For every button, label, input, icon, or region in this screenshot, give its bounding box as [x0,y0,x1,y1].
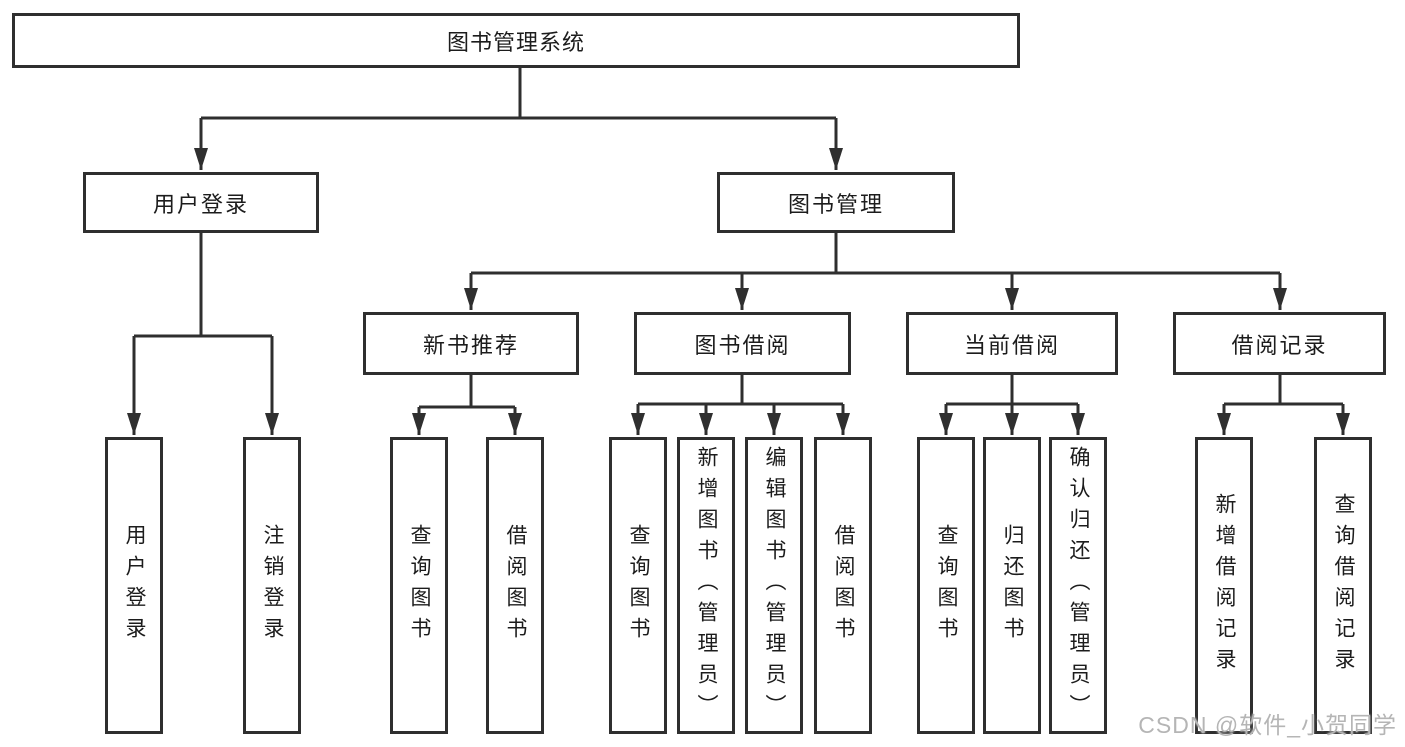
node-user-login: 用户登录 [83,172,319,233]
leaf-borrow-books-borrowing-label: 借阅图书 [832,523,855,648]
leaf-user-login-label: 用户登录 [123,523,146,648]
leaf-add-borrow-record: 新增借阅记录 [1195,437,1253,734]
leaf-logout-label: 注销登录 [261,523,284,648]
leaf-add-books-admin-label: 新增图书（管理员） [695,446,718,725]
leaf-query-books-current: 查询图书 [917,437,975,734]
leaf-add-books-admin: 新增图书（管理员） [677,437,735,734]
node-book-management: 图书管理 [717,172,955,233]
node-book-borrowing: 图书借阅 [634,312,851,375]
node-current-borrowing-label: 当前借阅 [963,332,1060,358]
node-borrowing-records-label: 借阅记录 [1231,332,1328,358]
leaf-query-books-current-label: 查询图书 [935,523,958,648]
node-library-system: 图书管理系统 [12,13,1020,68]
leaf-borrow-books-recommend-label: 借阅图书 [504,523,527,648]
leaf-return-books: 归还图书 [983,437,1041,734]
node-new-book-recommendation: 新书推荐 [363,312,579,375]
leaf-user-login: 用户登录 [105,437,163,734]
leaf-query-books-borrowing-label: 查询图书 [627,523,650,648]
leaf-edit-books-admin: 编辑图书（管理员） [745,437,803,734]
leaf-query-books-borrowing: 查询图书 [609,437,667,734]
leaf-query-borrow-record: 查询借阅记录 [1314,437,1372,734]
leaf-borrow-books-recommend: 借阅图书 [486,437,544,734]
node-book-borrowing-label: 图书借阅 [694,332,791,358]
node-user-login-label: 用户登录 [152,191,249,217]
node-book-management-label: 图书管理 [787,191,884,217]
csdn-watermark: CSDN @软件_小贺同学 [1138,712,1397,738]
leaf-return-books-label: 归还图书 [1001,523,1024,648]
leaf-edit-books-admin-label: 编辑图书（管理员） [763,446,786,725]
leaf-borrow-books-borrowing: 借阅图书 [814,437,872,734]
leaf-confirm-return-admin: 确认归还（管理员） [1049,437,1107,734]
leaf-query-books-recommend-label: 查询图书 [408,523,431,648]
node-new-book-recommendation-label: 新书推荐 [422,332,519,358]
node-current-borrowing: 当前借阅 [906,312,1118,375]
node-library-system-label: 图书管理系统 [446,29,585,55]
leaf-query-books-recommend: 查询图书 [390,437,448,734]
leaf-query-borrow-record-label: 查询借阅记录 [1332,492,1355,679]
leaf-confirm-return-admin-label: 确认归还（管理员） [1067,446,1090,725]
node-borrowing-records: 借阅记录 [1173,312,1386,375]
leaf-logout: 注销登录 [243,437,301,734]
leaf-add-borrow-record-label: 新增借阅记录 [1213,492,1236,679]
